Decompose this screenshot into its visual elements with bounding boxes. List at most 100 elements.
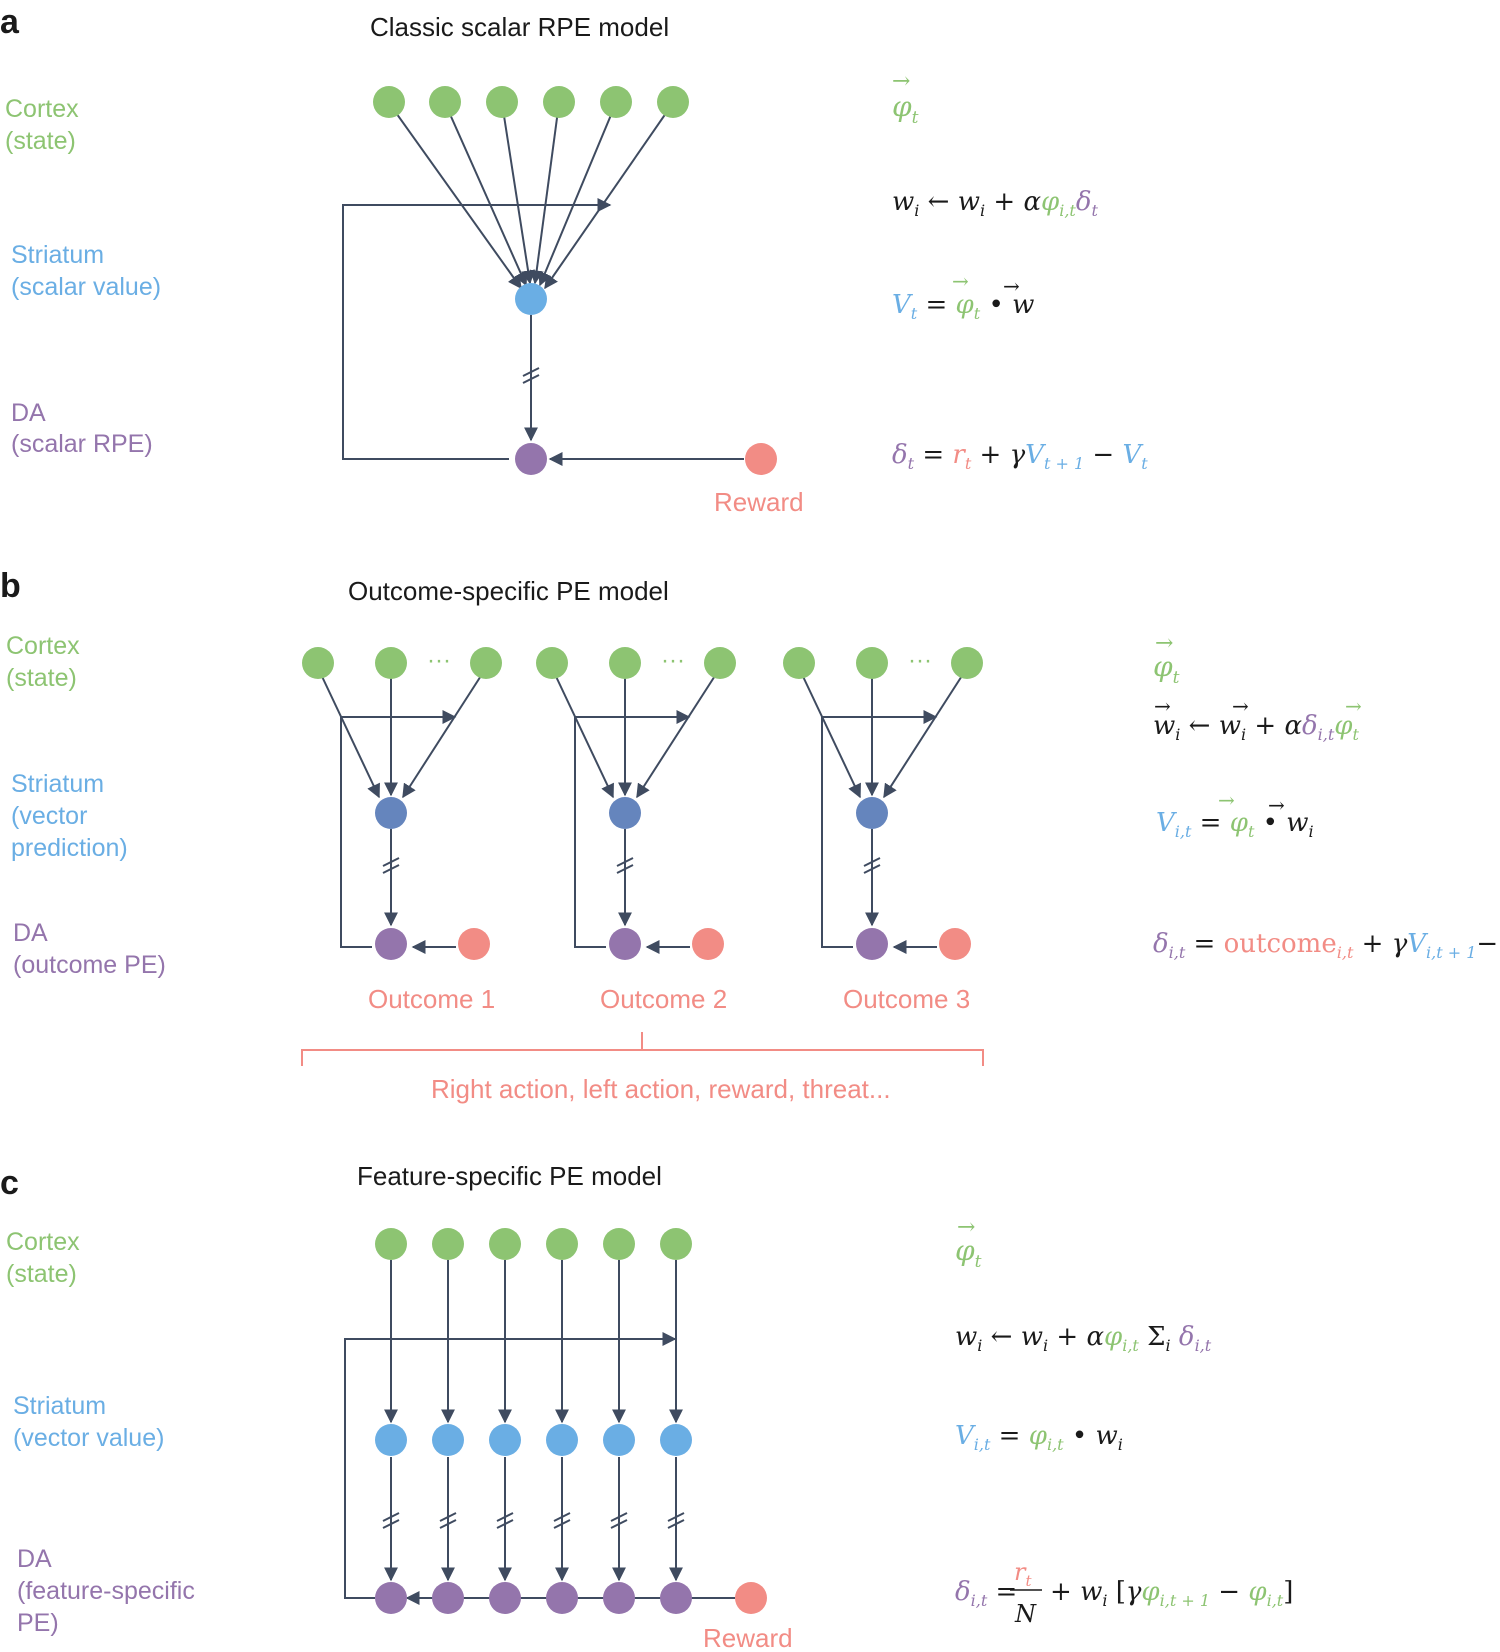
eq-a-value: Vt = φt • w	[892, 290, 1034, 323]
cortex-node	[375, 1228, 407, 1260]
panel-c-reward-label: Reward	[703, 1623, 793, 1652]
cortex-node	[609, 647, 641, 679]
eq-b-phi-vec: →	[1155, 631, 1173, 656]
panel-a-title: Classic scalar RPE model	[370, 12, 669, 42]
panel-c-cortex-label: Cortex (state)	[6, 1228, 87, 1288]
ellipsis: ···	[661, 647, 685, 674]
cortex-node	[783, 647, 815, 679]
striatum-label-line: (scalar value)	[11, 273, 161, 301]
cortex-node	[660, 1228, 692, 1260]
cortex-node	[373, 86, 405, 118]
bracket-caption: Right action, left action, reward, threa…	[431, 1074, 891, 1104]
cortex-label-line: (state)	[5, 127, 76, 155]
striatum-node	[609, 797, 641, 829]
eq-a-phi-vec: →	[892, 69, 910, 94]
cortex-node	[486, 86, 518, 118]
outcome-label: Outcome 1	[368, 984, 495, 1014]
outcome-group-3: ··· Outcome 3	[783, 647, 983, 1014]
panel-c-title: Feature-specific PE model	[357, 1161, 662, 1191]
eq-b-vec-arrows-2: →→	[1218, 788, 1285, 817]
outcome-node	[939, 928, 971, 960]
panel-b-striatum-label: Striatum (vector prediction)	[11, 770, 128, 862]
da-node	[375, 1582, 407, 1614]
eq-c-phi-vec: →	[957, 1215, 975, 1240]
eq-a-update: wi ← wi + αφi,tδt	[892, 187, 1099, 220]
striatum-label-line: Striatum	[13, 1392, 106, 1420]
da-node	[375, 928, 407, 960]
panel-a-letter: a	[0, 3, 20, 41]
da-node	[660, 1582, 692, 1614]
panel-a: a Classic scalar RPE model Cortex (state…	[0, 3, 1148, 517]
panel-c-da-label: DA (feature-specific PE)	[17, 1545, 202, 1637]
cortex-node	[543, 86, 575, 118]
cortex-node	[536, 647, 568, 679]
cortex-node	[600, 86, 632, 118]
eq-c-update: wi ← wi + αφi,t Σi δi,t	[955, 1322, 1212, 1355]
panel-a-striatum-to-da	[522, 315, 540, 442]
eq-b-vec-arrows-1: →→→	[1154, 694, 1362, 718]
eq-a-phi: φt	[892, 90, 919, 128]
eq-a-rpe: δt = rt + γVt + 1 − Vt	[892, 440, 1148, 473]
outcomes-bracket	[301, 1032, 984, 1066]
cortex-node	[704, 647, 736, 679]
striatum-node	[546, 1424, 578, 1456]
striatum-node	[375, 1424, 407, 1456]
panel-c-feature-columns	[375, 1228, 692, 1614]
cortex-label-line: (state)	[6, 664, 77, 692]
eq-b-phi: φt	[1153, 650, 1180, 688]
outcome-node	[692, 928, 724, 960]
panel-a-cortex-label: Cortex (state)	[5, 95, 86, 155]
cortex-node	[856, 647, 888, 679]
cortex-node	[302, 647, 334, 679]
da-node	[489, 1582, 521, 1614]
striatum-node	[856, 797, 888, 829]
da-node	[432, 1582, 464, 1614]
panel-b-title: Outcome-specific PE model	[348, 576, 669, 606]
da-label-line: PE)	[17, 1609, 59, 1637]
eq-b-pe: δi,t = outcomei,t + γVi,t + 1− Vi,t	[1153, 929, 1500, 962]
cortex-node	[470, 647, 502, 679]
cortex-label-line: Cortex	[5, 95, 79, 123]
striatum-label-line: Striatum	[11, 241, 104, 269]
eq-a-vec-arrows: →→	[952, 269, 1020, 298]
striatum-node	[489, 1424, 521, 1456]
eq-phi: φ	[892, 90, 912, 123]
panel-a-equations: φt → wi ← wi + αφi,tδt Vt = φt • w →→ δt…	[892, 69, 1148, 473]
da-label-line: DA	[11, 399, 46, 427]
striatum-node	[603, 1424, 635, 1456]
eq-c-phi: φt	[955, 1234, 982, 1272]
eq-b-value: Vi,t = φt • wi	[1156, 808, 1314, 841]
cortex-label-line: Cortex	[6, 1228, 80, 1256]
da-node	[609, 928, 641, 960]
panel-a-reward-node	[745, 443, 777, 475]
outcome-label: Outcome 3	[843, 984, 970, 1014]
panel-a-reward-label: Reward	[714, 487, 804, 517]
svg-text:N: N	[1014, 1600, 1037, 1628]
da-label-line: DA	[13, 919, 48, 947]
panel-a-striatum-label: Striatum (scalar value)	[11, 241, 161, 301]
da-node	[546, 1582, 578, 1614]
panel-c-reward-node	[735, 1582, 767, 1614]
cortex-node	[375, 647, 407, 679]
striatum-label-line: (vector value)	[13, 1424, 164, 1452]
eq-c-pe: δi,t = rt N + wi [γφi,t + 1 − φi,t]	[955, 1558, 1293, 1628]
outcome-group-2: ··· Outcome 2	[536, 647, 736, 1014]
striatum-node	[432, 1424, 464, 1456]
cortex-node	[489, 1228, 521, 1260]
svg-text:+ wi [γφi,t + 1 − φi,t]: + wi [γφi,t + 1 − φi,t]	[1050, 1577, 1293, 1610]
striatum-node	[375, 797, 407, 829]
panel-c-striatum-label: Striatum (vector value)	[13, 1392, 164, 1452]
cortex-label-line: (state)	[6, 1260, 77, 1288]
panel-b-da-label: DA (outcome PE)	[13, 919, 166, 979]
panel-b-cortex-label: Cortex (state)	[6, 632, 87, 692]
panel-a-striatum-node	[515, 283, 547, 315]
ellipsis: ···	[427, 647, 451, 674]
cortex-node	[951, 647, 983, 679]
da-node	[856, 928, 888, 960]
cortex-node	[432, 1228, 464, 1260]
da-label-line: (feature-specific	[17, 1577, 195, 1605]
da-label-line: (scalar RPE)	[11, 430, 153, 458]
outcome-node	[458, 928, 490, 960]
panel-a-cortex-nodes	[373, 86, 689, 118]
da-label-line: DA	[17, 1545, 52, 1573]
